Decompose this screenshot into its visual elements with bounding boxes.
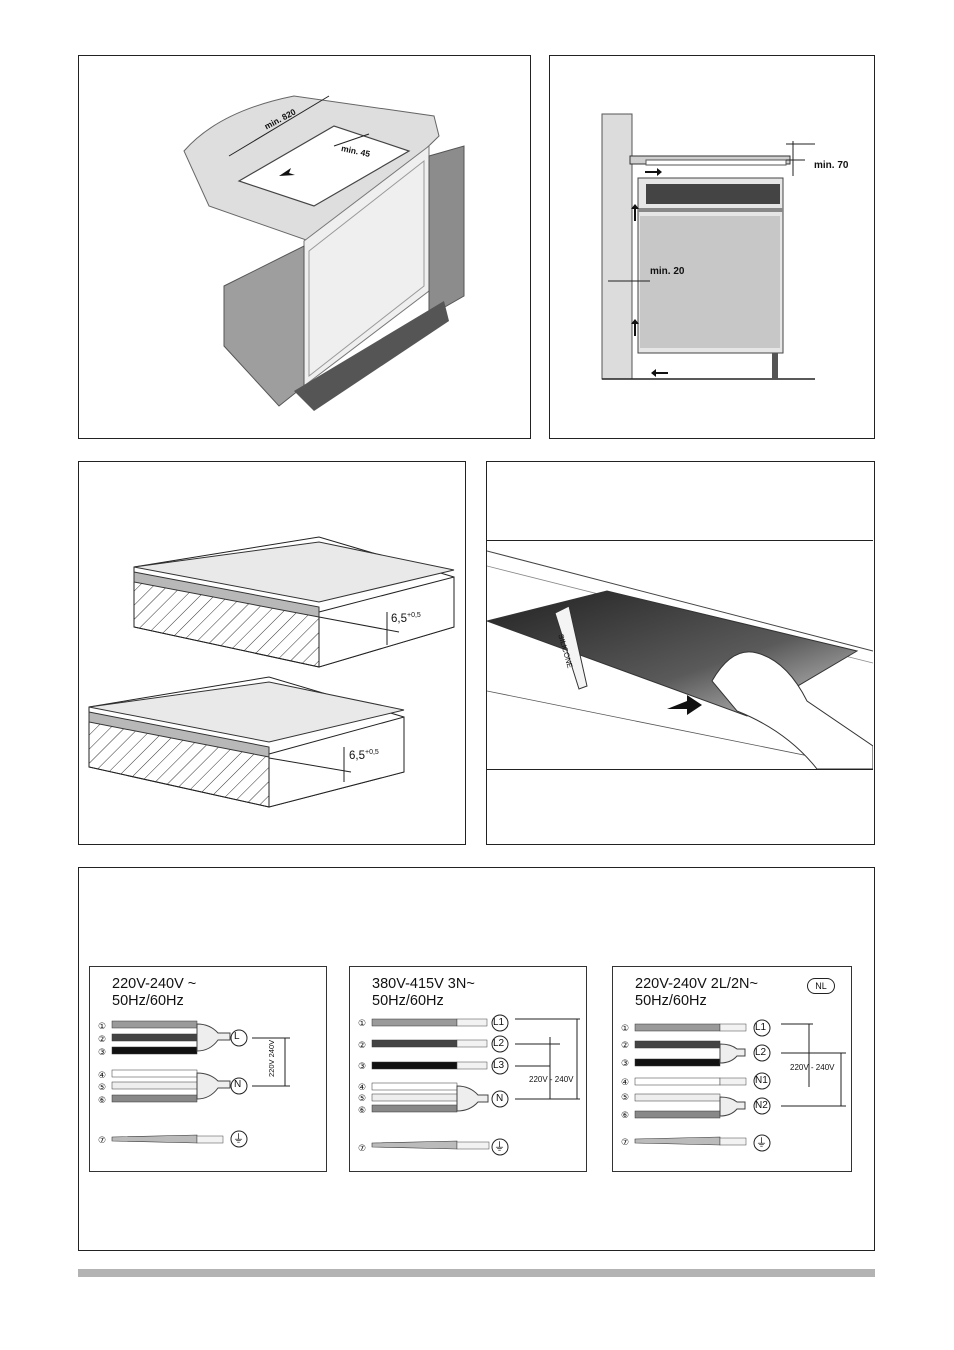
svg-text:③: ③ [98, 1048, 106, 1058]
earth-icon: ⏚ [756, 1134, 767, 1150]
tolerance-bottom-label: 6,5+0,5 [349, 749, 379, 762]
terminal-L2: L2 [755, 1047, 766, 1058]
svg-text:⑥: ⑥ [621, 1111, 629, 1121]
svg-text:①: ① [621, 1024, 629, 1034]
svg-text:③: ③ [621, 1059, 629, 1069]
figure-cutout: min. 820 min. 45 [78, 55, 531, 439]
svg-text:⑦: ⑦ [358, 1144, 366, 1154]
tolerance-bottom-value: 6,5 [349, 750, 365, 762]
svg-text:⑤: ⑤ [621, 1093, 629, 1103]
voltage-label: 220V - 240V [529, 1075, 573, 1084]
svg-text:⑥: ⑥ [98, 1096, 106, 1106]
figure-silicone: SILICONE [486, 461, 875, 845]
terminal-N2: N2 [755, 1100, 768, 1111]
terminal-L3: L3 [493, 1060, 504, 1071]
terminal-L2: L2 [493, 1038, 504, 1049]
svg-text:①: ① [98, 1022, 106, 1032]
voltage-label: 220V 240V [268, 1033, 276, 1077]
tolerance-top-value: 6,5 [391, 613, 407, 625]
svg-text:⑥: ⑥ [358, 1106, 366, 1116]
svg-text:②: ② [358, 1041, 366, 1051]
terminal-N1: N1 [755, 1075, 768, 1086]
footer-bar [78, 1269, 875, 1277]
tolerance-top-label: 6,5+0,5 [391, 612, 421, 625]
earth-icon: ⏚ [233, 1130, 244, 1146]
dim-70-label: min. 70 [814, 160, 848, 171]
terminal-L: L [234, 1031, 240, 1042]
svg-text:②: ② [621, 1041, 629, 1051]
tolerance-bottom-sup: +0,5 [365, 749, 379, 756]
svg-text:⑦: ⑦ [98, 1136, 106, 1146]
terminal-L1: L1 [755, 1022, 766, 1033]
terminal-N: N [234, 1079, 241, 1090]
terminal-L1: L1 [493, 1017, 504, 1028]
svg-text:①: ① [358, 1019, 366, 1029]
svg-text:④: ④ [358, 1083, 366, 1093]
svg-text:⑤: ⑤ [98, 1083, 106, 1093]
terminal-N: N [496, 1093, 503, 1104]
svg-text:②: ② [98, 1035, 106, 1045]
svg-text:⑤: ⑤ [358, 1094, 366, 1104]
dim-20-label: min. 20 [650, 266, 684, 277]
earth-icon: ⏚ [494, 1138, 505, 1154]
figure-tiled-worktop: 6,5+0,5 6,5+0,5 [78, 461, 466, 845]
figure-ventilation: min. 70 min. 20 [549, 55, 875, 439]
svg-text:③: ③ [358, 1062, 366, 1072]
voltage-label: 220V - 240V [790, 1063, 834, 1072]
silicone-photo: SILICONE [487, 540, 873, 770]
tolerance-top-sup: +0,5 [407, 612, 421, 619]
svg-text:⑦: ⑦ [621, 1138, 629, 1148]
svg-text:④: ④ [621, 1078, 629, 1088]
svg-text:④: ④ [98, 1071, 106, 1081]
